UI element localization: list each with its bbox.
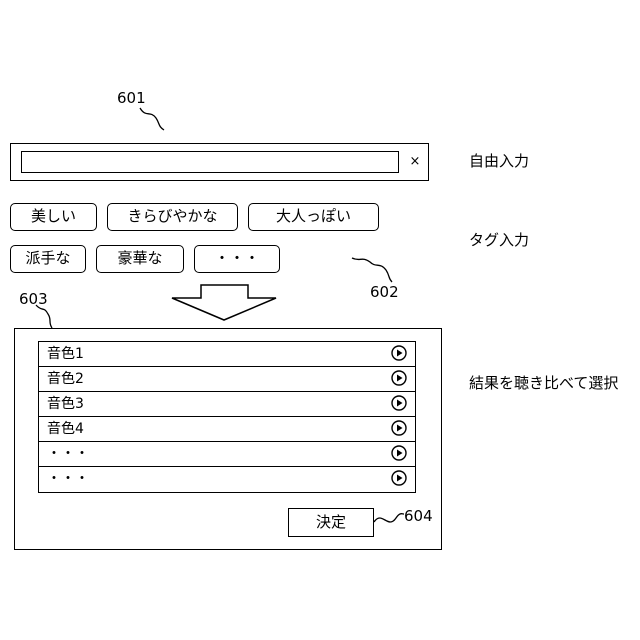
- results-panel: 音色1 音色2 音色3 音色4 ・・・ ・・・: [14, 328, 442, 550]
- list-item[interactable]: 音色3: [39, 392, 415, 417]
- play-circle-icon[interactable]: [391, 420, 407, 436]
- play-circle-icon[interactable]: [391, 345, 407, 361]
- play-circle-icon[interactable]: [391, 445, 407, 461]
- timbre-label: ・・・: [47, 445, 89, 463]
- ref-601: 601: [117, 89, 146, 107]
- timbre-list: 音色1 音色2 音色3 音色4 ・・・ ・・・: [38, 341, 416, 493]
- timbre-label: 音色4: [47, 420, 84, 438]
- list-item[interactable]: 音色1: [39, 342, 415, 367]
- timbre-label: 音色3: [47, 395, 84, 413]
- tag-button-hade[interactable]: 派手な: [10, 245, 86, 273]
- tag-button-more[interactable]: ・・・: [194, 245, 280, 273]
- tag-button-kirabiyaka[interactable]: きらびやかな: [107, 203, 238, 231]
- tag-button-gouka[interactable]: 豪華な: [96, 245, 184, 273]
- play-circle-icon[interactable]: [391, 395, 407, 411]
- leader-603: [36, 305, 52, 328]
- free-input-caption: 自由入力: [469, 152, 529, 170]
- timbre-label: 音色2: [47, 370, 84, 388]
- timbre-label: 音色1: [47, 345, 84, 363]
- leader-601: [140, 108, 164, 130]
- ref-603: 603: [19, 290, 48, 308]
- leader-602: [352, 258, 392, 282]
- tag-button-otonappoi[interactable]: 大人っぽい: [248, 203, 379, 231]
- free-text-input[interactable]: [21, 151, 399, 173]
- list-item[interactable]: 音色2: [39, 367, 415, 392]
- confirm-button[interactable]: 決定: [288, 508, 374, 537]
- list-item[interactable]: ・・・: [39, 467, 415, 492]
- tag-input-caption: タグ入力: [469, 231, 529, 249]
- clear-icon[interactable]: ×: [408, 153, 422, 171]
- ref-602: 602: [370, 283, 399, 301]
- results-caption: 結果を聴き比べて選択: [469, 374, 618, 392]
- timbre-label: ・・・: [47, 470, 89, 488]
- down-arrow: [172, 285, 276, 320]
- free-input-box: ×: [10, 143, 429, 181]
- list-item[interactable]: ・・・: [39, 442, 415, 467]
- list-item[interactable]: 音色4: [39, 417, 415, 442]
- play-circle-icon[interactable]: [391, 370, 407, 386]
- tag-button-utsukushii[interactable]: 美しい: [10, 203, 97, 231]
- play-circle-icon[interactable]: [391, 470, 407, 486]
